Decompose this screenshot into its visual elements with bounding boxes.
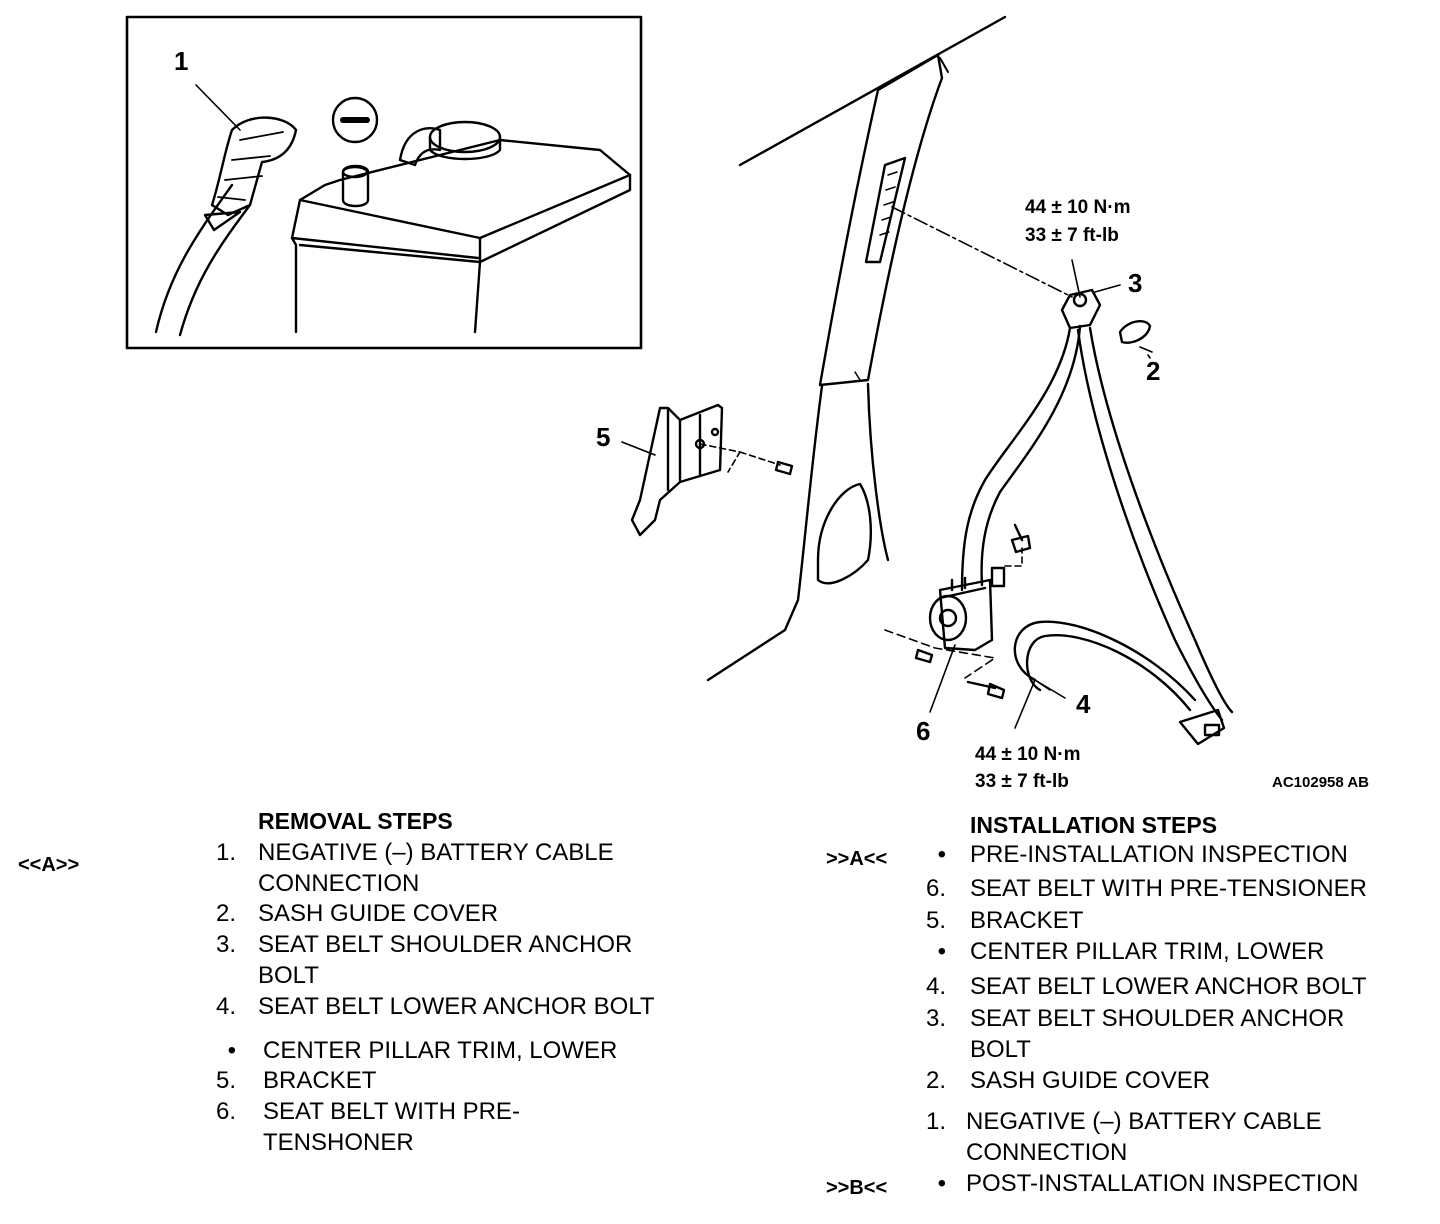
battery-cable	[154, 183, 252, 337]
step-number: 5.	[215, 1067, 236, 1094]
bracket	[630, 403, 724, 537]
callout-5: 5	[596, 422, 610, 452]
leader-1	[195, 84, 241, 131]
leader-3	[1094, 284, 1121, 293]
callout-2: 2	[1146, 356, 1160, 386]
battery-terminal	[341, 164, 370, 208]
step-text: SASH GUIDE COVER	[258, 900, 499, 927]
step-number: 6.	[215, 1098, 236, 1125]
leader-5	[621, 441, 656, 456]
step-text: SEAT BELT SHOULDER ANCHOR	[258, 931, 633, 958]
callout-4: 4	[1076, 689, 1091, 719]
belt-loop	[1013, 620, 1197, 712]
roof-line	[738, 15, 1007, 167]
step-text: CENTER PILLAR TRIM, LOWER	[970, 938, 1325, 965]
step-text-cont: CONNECTION	[258, 870, 420, 897]
step-text-cont: BOLT	[258, 962, 319, 989]
step-text: BRACKET	[263, 1067, 377, 1094]
step-text: SASH GUIDE COVER	[970, 1067, 1211, 1094]
step-bullet: •	[937, 938, 946, 965]
step-text: SEAT BELT WITH PRE-TENSIONER	[970, 875, 1367, 902]
pillar-lower	[706, 384, 824, 682]
torque-lower-imperial: 33 ± 7 ft-lb	[975, 771, 1069, 792]
center-pillar	[706, 15, 1007, 682]
step-text: PRE-INSTALLATION INSPECTION	[970, 841, 1348, 868]
step-text: SEAT BELT SHOULDER ANCHOR	[970, 1005, 1345, 1032]
step-number: 4.	[925, 973, 946, 1000]
callout-3: 3	[1128, 268, 1142, 298]
negative-symbol	[331, 96, 379, 144]
torque-upper-metric: 44 ± 10 N·m	[1025, 197, 1130, 218]
bracket-bolt	[774, 460, 794, 476]
torque-lower-metric: 44 ± 10 N·m	[975, 744, 1080, 765]
step-bullet: •	[937, 1170, 946, 1197]
step-number: 1.	[925, 1108, 946, 1135]
battery-cap	[398, 127, 442, 167]
step-text: CENTER PILLAR TRIM, LOWER	[263, 1037, 618, 1064]
cable-terminal	[210, 116, 298, 217]
step-text: NEGATIVE (–) BATTERY CABLE	[966, 1108, 1322, 1135]
step-number: 5.	[925, 907, 946, 934]
installation-ref-b: >>B<<	[826, 1177, 888, 1199]
step-text: SEAT BELT LOWER ANCHOR BOLT	[970, 973, 1367, 1000]
step-number: 3.	[215, 931, 236, 958]
leader-4	[1014, 679, 1066, 729]
pillar-trim-upper	[818, 53, 944, 387]
step-text-cont: BOLT	[970, 1036, 1031, 1063]
retractor-bolt	[914, 648, 934, 664]
pillar-cutout	[816, 482, 873, 585]
battery-inset	[125, 15, 643, 350]
torque-upper-imperial: 33 ± 7 ft-lb	[1025, 225, 1119, 246]
step-text-cont: TENSHONER	[263, 1129, 414, 1156]
leader-2	[1147, 354, 1151, 359]
step-bullet: •	[227, 1037, 236, 1064]
step-number: 3.	[925, 1005, 946, 1032]
removal-ref-a: <<A>>	[18, 854, 80, 876]
installation-heading: INSTALLATION STEPS	[970, 812, 1218, 838]
lower-anchor-bolt	[966, 680, 1006, 700]
sash-guide-cover	[1118, 320, 1152, 344]
step-number: 6.	[925, 875, 946, 902]
figure-id: AC102958 AB	[1272, 774, 1369, 791]
seat-belt-webbing	[960, 324, 1234, 746]
callout-1: 1	[174, 46, 188, 76]
step-text: NEGATIVE (–) BATTERY CABLE	[258, 839, 614, 866]
battery-body	[290, 138, 632, 334]
step-text-cont: CONNECTION	[966, 1139, 1128, 1166]
removal-heading: REMOVAL STEPS	[258, 808, 453, 834]
step-number: 1.	[215, 839, 236, 866]
seat-belt-exploded-diagram: 1 3 2 5 4 6 44 ± 10 N·m 33 ± 7 ft-lb 44 …	[125, 15, 1369, 792]
step-text: SEAT BELT WITH PRE-	[263, 1098, 520, 1125]
retractor-assembly	[928, 523, 1032, 652]
step-number: 4.	[215, 993, 236, 1020]
leader-6	[929, 644, 956, 713]
step-text: SEAT BELT LOWER ANCHOR BOLT	[258, 993, 655, 1020]
callout-6: 6	[916, 716, 930, 746]
pillar-slot	[864, 156, 907, 264]
inset-frame	[125, 15, 643, 350]
installation-ref-a: >>A<<	[826, 848, 888, 870]
step-text: BRACKET	[970, 907, 1084, 934]
belt-tongue	[1178, 708, 1226, 746]
step-text: POST-INSTALLATION INSPECTION	[966, 1170, 1359, 1197]
step-number: 2.	[925, 1067, 946, 1094]
step-bullet: •	[937, 841, 946, 868]
step-number: 2.	[215, 900, 236, 927]
